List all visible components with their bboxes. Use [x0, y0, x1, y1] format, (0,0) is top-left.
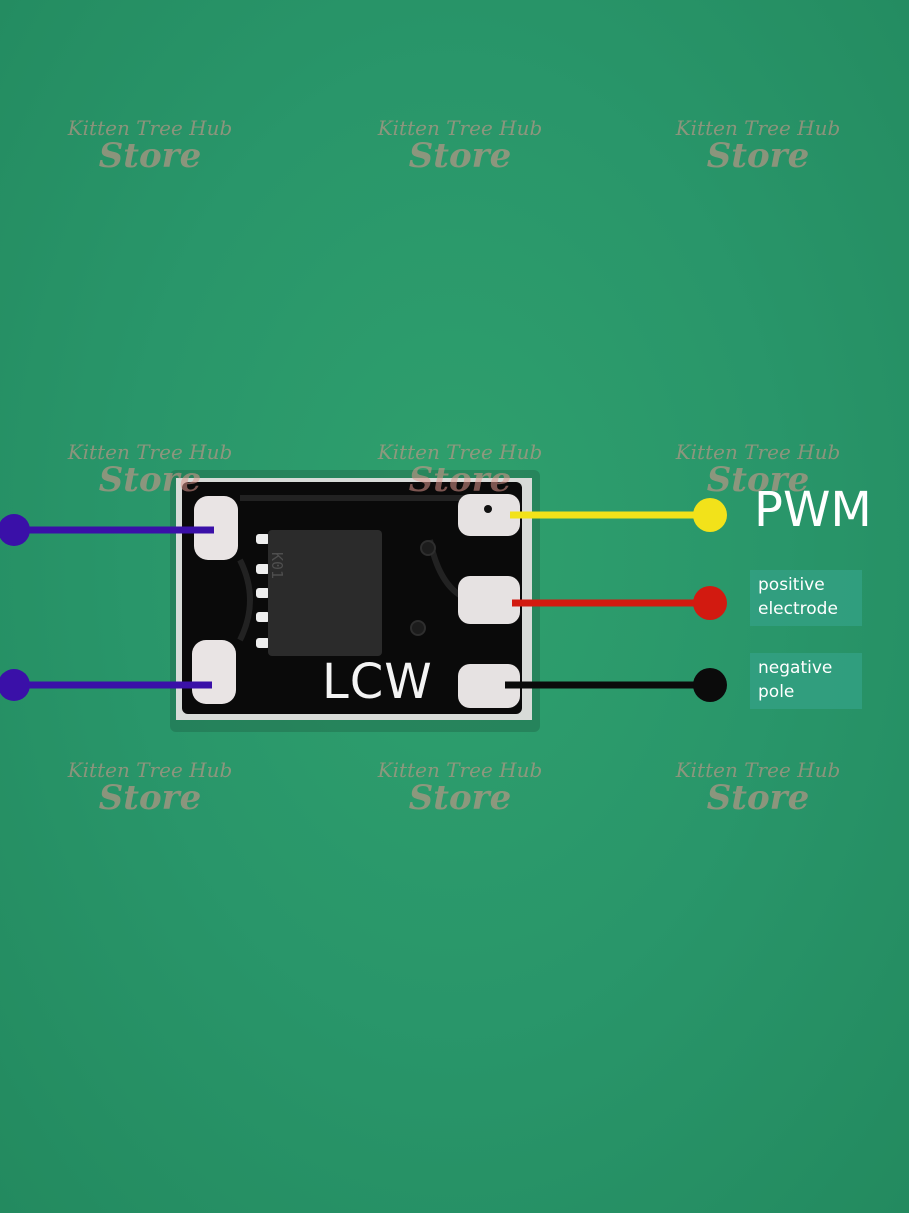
watermark-line1: Kitten Tree Hub	[675, 440, 841, 464]
via	[420, 540, 436, 556]
watermark-line1: Kitten Tree Hub	[377, 758, 543, 782]
watermark-line1: Kitten Tree Hub	[675, 758, 841, 782]
chip-pin	[256, 612, 270, 622]
watermark-line2: Store	[408, 460, 512, 500]
pad-positive	[458, 576, 520, 624]
watermark-line2: Store	[98, 136, 202, 176]
positive-label-line1: positive	[758, 575, 825, 595]
pad-negative	[458, 664, 520, 708]
watermark-line2: Store	[706, 460, 810, 500]
wire-input-top-dot	[0, 514, 30, 546]
wire-input-bottom-dot	[0, 669, 30, 701]
board-silkscreen: LCW	[322, 654, 433, 710]
wire-pwm-dot	[693, 498, 727, 532]
via	[410, 620, 426, 636]
watermark-line1: Kitten Tree Hub	[67, 758, 233, 782]
watermark-line2: Store	[98, 778, 202, 818]
watermark-line2: Store	[706, 778, 810, 818]
chip-marking: K01	[268, 552, 286, 580]
chip-pin	[256, 564, 270, 574]
watermark-line1: Kitten Tree Hub	[67, 440, 233, 464]
chip-pin	[256, 534, 270, 544]
negative-label-line2: pole	[758, 681, 795, 702]
wire-negative-dot	[693, 668, 727, 702]
chip-pin	[256, 638, 270, 648]
pad-pwm-dot	[484, 505, 492, 513]
watermark-line1: Kitten Tree Hub	[377, 116, 543, 140]
chip	[268, 530, 382, 656]
watermark-line2: Store	[408, 136, 512, 176]
watermark-line1: Kitten Tree Hub	[67, 116, 233, 140]
pad-pwm	[458, 494, 520, 536]
watermark-line1: Kitten Tree Hub	[675, 116, 841, 140]
watermark-line2: Store	[408, 778, 512, 818]
negative-label: negative pole	[750, 653, 862, 709]
pad-left-top	[194, 496, 238, 560]
pad-left-bottom	[192, 640, 236, 704]
positive-label-line2: electrode	[758, 598, 838, 619]
chip-pin	[256, 588, 270, 598]
wire-positive-dot	[693, 586, 727, 620]
watermark-line1: Kitten Tree Hub	[377, 440, 543, 464]
watermark-line2: Store	[706, 136, 810, 176]
negative-label-line1: negative	[758, 658, 833, 678]
positive-label: positive electrode	[750, 570, 862, 626]
watermark-line2: Store	[98, 460, 202, 500]
pwm-label: PWM	[754, 482, 872, 538]
